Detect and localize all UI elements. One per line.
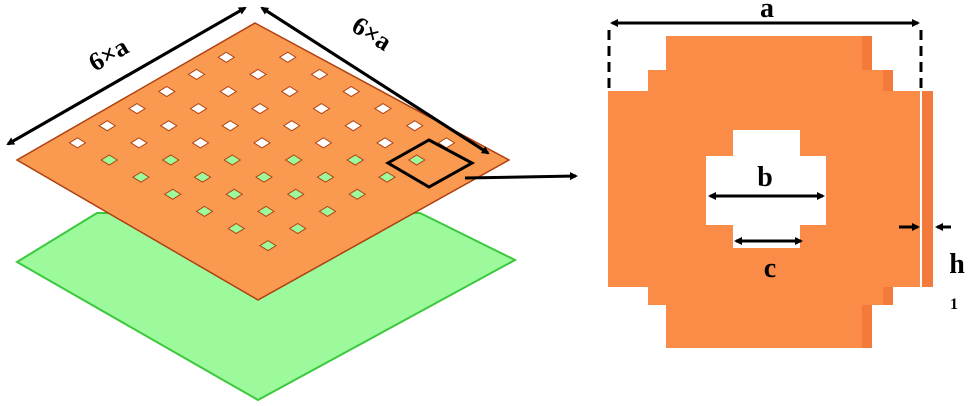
unit-cell-hole (378, 171, 396, 183)
unit-cell-hole (374, 103, 392, 115)
unit-cell-hole (312, 103, 331, 115)
unit-cell-hole (310, 68, 329, 80)
unit-cell-hole (189, 103, 208, 115)
unit-cell-hole (255, 171, 273, 183)
unit-cell-hole (316, 171, 335, 183)
unit-cell-hole (161, 154, 180, 166)
unit-cell-hole (314, 137, 333, 149)
dim-label-left: 6×a (84, 32, 134, 78)
unit-cell-hole (159, 120, 178, 132)
unit-cell-hole (286, 188, 305, 200)
unit-cell-hole (100, 154, 119, 166)
unit-cell-hole (132, 171, 150, 183)
unit-cell-hole (157, 85, 176, 98)
unit-cell-hole (346, 154, 365, 166)
unit-cell-hole (193, 171, 212, 183)
unit-cell-hole (249, 68, 267, 80)
ground-plane (15, 212, 518, 402)
unit-cell-hole (376, 137, 394, 149)
unit-cell-hole (257, 205, 275, 217)
unit-cell-hole (128, 103, 146, 115)
unit-cell-hole (191, 137, 210, 149)
highlight-unit-cell (384, 138, 476, 189)
unit-cell-hole (278, 51, 297, 63)
unit-cell-hole (405, 120, 424, 132)
unit-cell-hole (318, 205, 337, 217)
unit-cell-hole (288, 222, 307, 235)
dim-label-c: c (764, 253, 776, 284)
unit-cell-hole (227, 222, 246, 235)
dim-label-right: 6×a (347, 10, 397, 56)
unit-cell-holes (68, 51, 456, 252)
unit-cell-hole (253, 137, 271, 149)
unit-cell-hole (225, 188, 244, 200)
unit-cell-hole (187, 68, 206, 80)
unit-cell-hole (259, 240, 277, 252)
unit-cell-hole (98, 120, 117, 132)
unit-cell-hole (219, 85, 238, 98)
dim-label-h-subscript: 1 (950, 296, 958, 313)
metasurface-plate (15, 22, 511, 301)
unit-cell-hole (407, 154, 426, 166)
unit-cell-hole (284, 154, 303, 166)
unit-cell-hole (280, 85, 299, 98)
unit-cell-hole (348, 188, 367, 200)
unit-cell-hole (251, 103, 269, 115)
unit-cell-hole (342, 85, 361, 98)
unit-cell-hole (195, 205, 214, 217)
unit-cell-hole (221, 120, 240, 132)
unit-cell-hole (68, 137, 87, 149)
zoom-arrow (464, 172, 578, 181)
unit-cell-hole (223, 154, 242, 166)
unit-cell-hole (130, 137, 148, 149)
unit-cell-hole (282, 120, 301, 132)
dim-label-a: a (760, 0, 774, 24)
unit-cell-detail (608, 36, 933, 348)
unit-cell-hole (217, 51, 236, 63)
unit-cell-hole (163, 188, 182, 200)
dim-label-b: b (757, 162, 773, 193)
unit-cell-hole (344, 120, 363, 132)
dim-label-h: h (949, 249, 965, 280)
